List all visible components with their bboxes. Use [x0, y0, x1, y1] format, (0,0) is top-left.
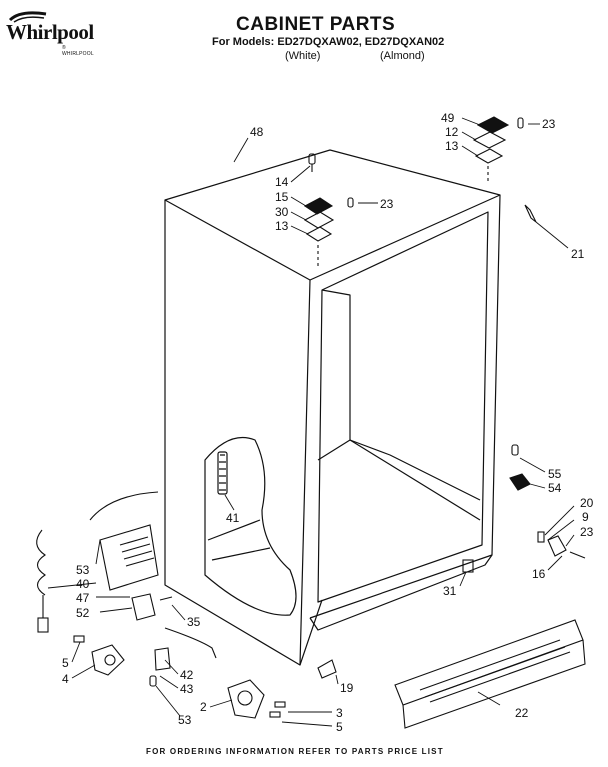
callout-14: 14 [275, 175, 289, 189]
callout-31: 31 [443, 584, 457, 598]
callout-13a: 13 [445, 139, 459, 153]
callout-23c: 23 [580, 525, 594, 539]
callout-41: 41 [226, 511, 240, 525]
toe-grille [394, 619, 586, 729]
model-white-note: (White) [285, 50, 321, 62]
callout-4: 4 [62, 672, 69, 686]
cord-coil [36, 529, 46, 596]
brand-name: Whirlpool [6, 20, 94, 44]
callout-35: 35 [187, 615, 201, 629]
power-cord [89, 491, 159, 521]
callout-5b: 5 [336, 720, 343, 734]
bracket-19 [317, 659, 337, 679]
callout-20: 20 [580, 496, 594, 510]
callout-19: 19 [340, 681, 354, 695]
leader-lines [47, 117, 575, 727]
callout-3: 3 [336, 706, 343, 720]
callout-55: 55 [548, 467, 562, 481]
cabinet-left-side [164, 200, 311, 666]
callout-22: 22 [515, 706, 529, 720]
model-almond-note: (Almond) [380, 50, 425, 62]
callout-52: 52 [76, 606, 90, 620]
callout-21: 21 [571, 247, 585, 261]
callout-43: 43 [180, 682, 194, 696]
callout-53a: 53 [76, 563, 90, 577]
brand-tagline: ® WHIRLPOOL [62, 45, 94, 57]
callout-12: 12 [445, 125, 459, 139]
side-cutaway [204, 436, 297, 616]
cord-plug [37, 617, 49, 633]
callout-42: 42 [180, 668, 194, 682]
callout-40: 40 [76, 577, 90, 591]
callout-48: 48 [250, 125, 264, 139]
callout-5a: 5 [62, 656, 69, 670]
cabinet-right-side [309, 194, 501, 619]
heater-coil [219, 454, 226, 491]
right-small-parts [462, 444, 586, 573]
front-opening [317, 211, 489, 603]
logo-swoosh-icon [8, 11, 47, 23]
callout-54: 54 [548, 481, 562, 495]
callout-labels: 48 49 12 13 23 14 15 30 13 23 21 41 55 5… [62, 111, 594, 734]
callout-47: 47 [76, 591, 90, 605]
callout-13b: 13 [275, 219, 289, 233]
bottom-left-parts [73, 627, 286, 719]
callout-53b: 53 [178, 713, 192, 727]
models-line: For Models: ED27DQXAW02, ED27DQXAN02 [212, 36, 445, 48]
top-hinge-center [303, 153, 354, 268]
whirlpool-logo: Whirlpool ® WHIRLPOOL [6, 8, 98, 57]
callout-2: 2 [200, 700, 207, 714]
top-hinge-right [472, 116, 537, 223]
cabinet-top [164, 149, 501, 281]
page-title: CABINET PARTS [236, 14, 396, 35]
callout-15: 15 [275, 190, 289, 204]
callout-9: 9 [582, 510, 589, 524]
callout-23a: 23 [542, 117, 556, 131]
callout-49: 49 [441, 111, 455, 125]
inner-back [317, 289, 351, 461]
ordering-footer: FOR ORDERING INFORMATION REFER TO PARTS … [146, 747, 444, 756]
callout-23b: 23 [380, 197, 394, 211]
callout-16: 16 [532, 567, 546, 581]
callout-30: 30 [275, 205, 289, 219]
cabinet-bottom-rail [309, 554, 493, 631]
electrical-box [36, 491, 173, 633]
